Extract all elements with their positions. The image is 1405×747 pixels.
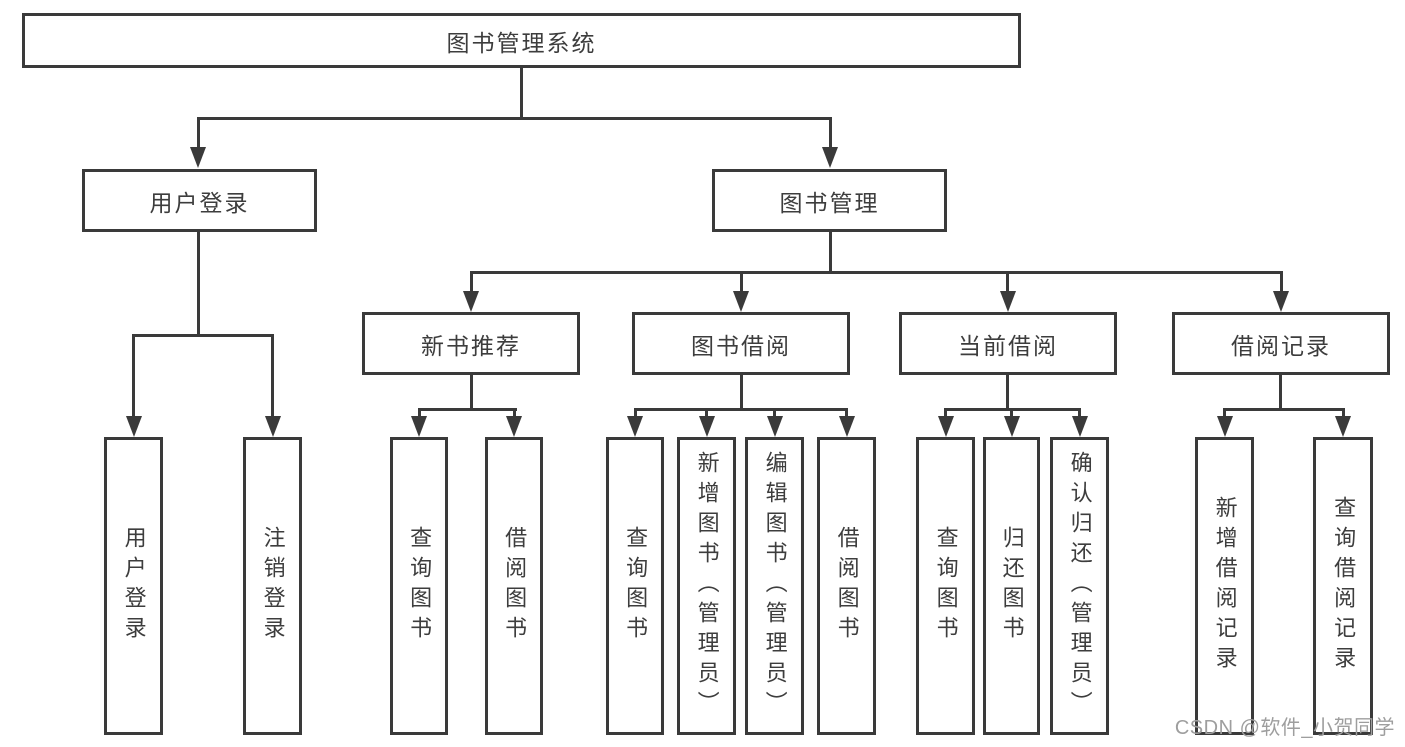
connector-user-login-bus (132, 334, 274, 337)
connector-drop-new-books (470, 271, 473, 293)
node-label: 查询图书 (623, 526, 649, 646)
leaf-logout-login: 注销登录 (243, 437, 302, 735)
node-label: 图书借阅 (691, 332, 791, 359)
leaf-confirm-return-admin: 确认归还（管理员） (1050, 437, 1109, 735)
connector-drop-leaf (1078, 408, 1081, 418)
node-label: 新增图书（管理员） (694, 451, 720, 721)
connector-drop-leaf (1010, 408, 1013, 418)
leaf-query-books-recommend: 查询图书 (390, 437, 448, 735)
node-new-book-recommendation: 新书推荐 (362, 312, 580, 375)
connector-drop-leaf (418, 408, 421, 418)
connector-drop-borrowing-records (1280, 271, 1283, 293)
connector-arrowhead (1004, 416, 1020, 437)
leaf-add-borrow-record: 新增借阅记录 (1195, 437, 1254, 735)
node-borrowing-records: 借阅记录 (1172, 312, 1390, 375)
leaf-return-books: 归还图书 (983, 437, 1040, 735)
leaf-user-login: 用户登录 (104, 437, 163, 735)
node-book-borrowing: 图书借阅 (632, 312, 850, 375)
node-label: 新增借阅记录 (1212, 496, 1238, 676)
node-user-login: 用户登录 (82, 169, 317, 232)
connector-arrowhead (822, 147, 838, 168)
connector-arrowhead (733, 291, 749, 312)
connector-arrowhead (506, 416, 522, 437)
connector-drop-leaf (1223, 408, 1226, 418)
leaf-query-books-borrowing: 查询图书 (606, 437, 664, 735)
connector-arrowhead (767, 416, 783, 437)
connector-book-management-bus (470, 271, 1283, 274)
node-library-management-system: 图书管理系统 (22, 13, 1021, 68)
node-label: 编辑图书（管理员） (762, 451, 788, 721)
connector-drop-book-borrowing (740, 271, 743, 293)
node-label: 确认归还（管理员） (1067, 451, 1093, 721)
csdn-watermark: CSDN @软件_小贺同学 (1174, 717, 1395, 739)
connector-book-borrowing-stem (740, 375, 743, 409)
connector-arrowhead (1000, 291, 1016, 312)
connector-current-borrowing-stem (1006, 375, 1009, 409)
node-current-borrowing: 当前借阅 (899, 312, 1117, 375)
connector-root-bus (197, 117, 832, 120)
leaf-query-borrow-record: 查询借阅记录 (1313, 437, 1373, 735)
node-label: 借阅图书 (834, 526, 860, 646)
connector-book-borrowing-bus (634, 408, 848, 411)
connector-arrowhead (265, 416, 281, 437)
connector-arrowhead (190, 147, 206, 168)
connector-arrowhead (1273, 291, 1289, 312)
node-label: 新书推荐 (421, 332, 521, 359)
connector-drop-leaf (634, 408, 637, 418)
connector-drop-book-management (829, 117, 832, 149)
leaf-add-books-admin: 新增图书（管理员） (677, 437, 736, 735)
connector-arrowhead (839, 416, 855, 437)
node-label: 归还图书 (999, 526, 1025, 646)
node-label: 图书管理系统 (446, 29, 597, 56)
node-book-management: 图书管理 (712, 169, 947, 232)
connector-drop-leaf (773, 408, 776, 418)
connector-arrowhead (699, 416, 715, 437)
node-label: 用户登录 (149, 189, 250, 216)
connector-arrowhead (1335, 416, 1351, 437)
connector-arrowhead (1217, 416, 1233, 437)
connector-root-stem (520, 68, 523, 118)
connector-drop-leaf (513, 408, 516, 418)
connector-arrowhead (126, 416, 142, 437)
connector-borrowing-records-stem (1279, 375, 1282, 409)
connector-drop-leaf (1342, 408, 1345, 418)
leaf-borrow-books-recommend: 借阅图书 (485, 437, 543, 735)
connector-new-books-bus (418, 408, 517, 411)
connector-borrowing-records-bus (1223, 408, 1344, 411)
connector-drop-leaf (271, 334, 274, 417)
connector-arrowhead (463, 291, 479, 312)
connector-arrowhead (627, 416, 643, 437)
node-label: 用户登录 (121, 526, 147, 646)
node-label: 查询图书 (933, 526, 959, 646)
node-label: 注销登录 (260, 526, 286, 646)
connector-new-books-stem (470, 375, 473, 409)
node-label: 借阅图书 (502, 526, 528, 646)
node-label: 当前借阅 (958, 332, 1058, 359)
connector-user-login-stem (197, 232, 200, 336)
leaf-query-books-current: 查询图书 (916, 437, 975, 735)
connector-arrowhead (938, 416, 954, 437)
node-label: 借阅记录 (1231, 332, 1331, 359)
connector-drop-current-borrowing (1006, 271, 1009, 293)
connector-arrowhead (1072, 416, 1088, 437)
connector-drop-leaf (845, 408, 848, 418)
node-label: 查询借阅记录 (1331, 496, 1357, 676)
leaf-borrow-books-borrowing: 借阅图书 (817, 437, 876, 735)
connector-arrowhead (411, 416, 427, 437)
node-label: 查询图书 (407, 526, 433, 646)
node-label: 图书管理 (779, 189, 880, 216)
connector-drop-leaf (705, 408, 708, 418)
connector-drop-user-login (197, 117, 200, 149)
connector-drop-leaf (944, 408, 947, 418)
leaf-edit-books-admin: 编辑图书（管理员） (745, 437, 804, 735)
connector-book-management-stem (829, 232, 832, 273)
connector-drop-leaf (132, 334, 135, 417)
